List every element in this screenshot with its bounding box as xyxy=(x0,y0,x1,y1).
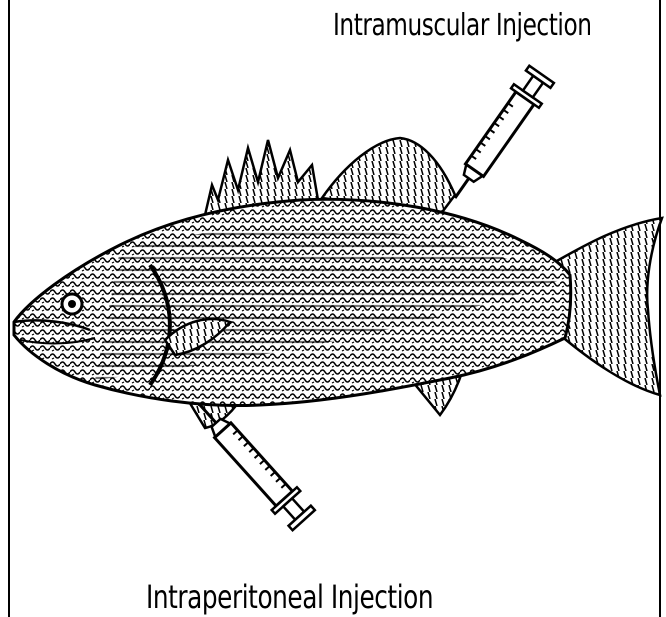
intraperitoneal-injection-label: Intraperitoneal Injection xyxy=(146,578,433,616)
syringe-icon xyxy=(187,394,316,532)
fish-icon xyxy=(14,138,662,428)
syringe-icon xyxy=(441,65,555,208)
